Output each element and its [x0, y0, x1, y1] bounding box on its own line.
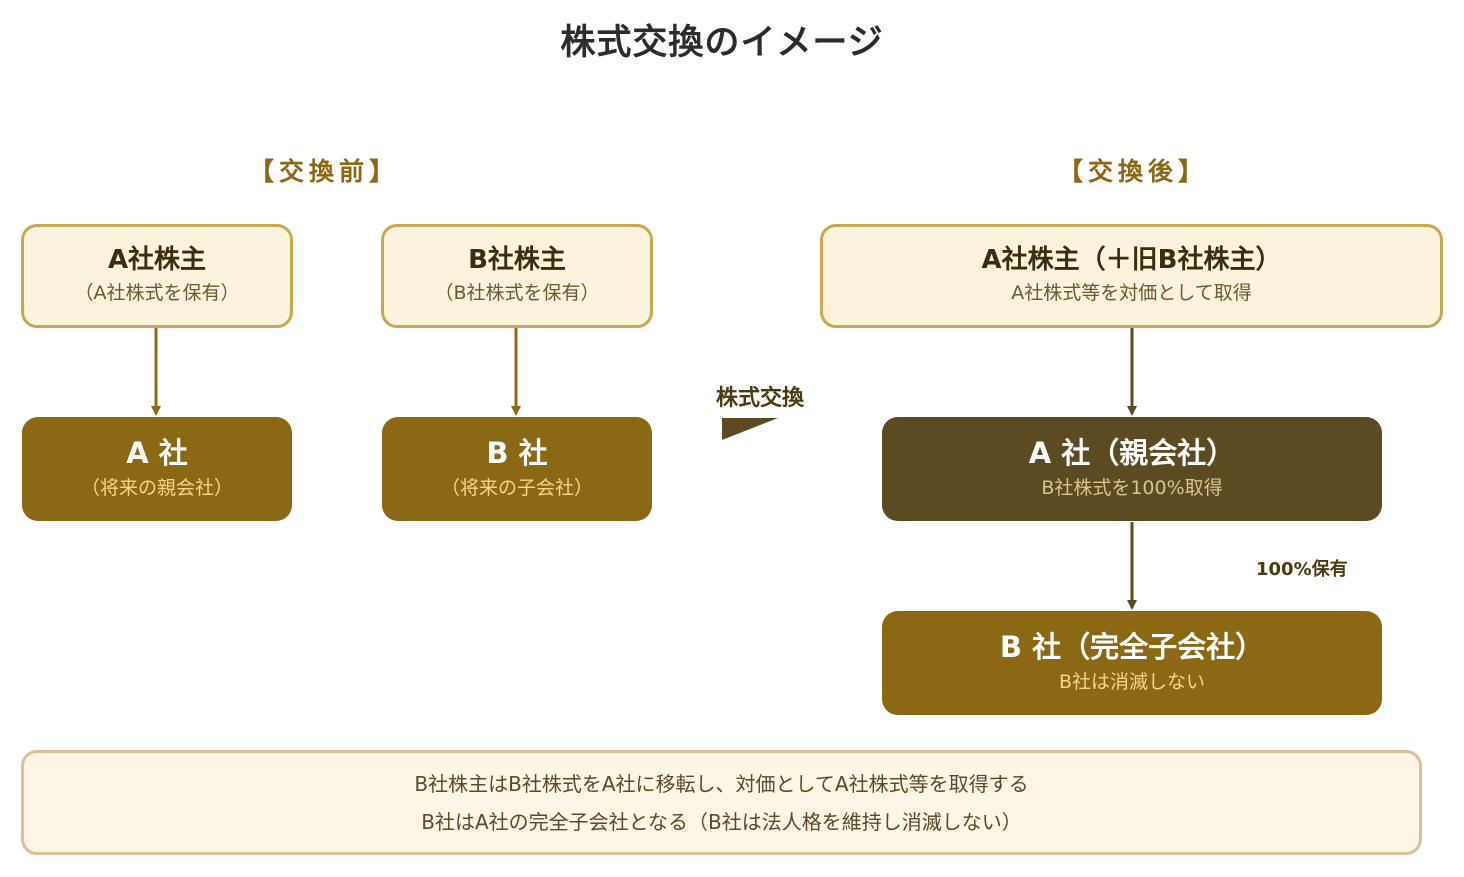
subsidiary-box: B 社（完全子会社） B社は消滅しない — [882, 611, 1382, 715]
parent-company-title: A 社（親会社） — [1028, 435, 1236, 470]
diagram-title: 株式交換のイメージ — [560, 23, 884, 63]
company-a-subtitle: （将来の親会社） — [80, 476, 233, 499]
note-line-1: B社株主はB社株式をA社に移転し、対価としてA社株式等を取得する — [414, 771, 1029, 796]
before-section-label: 【交換前】 — [248, 157, 399, 186]
company-b-subtitle: （将来の子会社） — [440, 476, 593, 499]
subsidiary-title: B 社（完全子会社） — [999, 629, 1265, 664]
after-shareholder-subtitle: A社株式等を対価として取得 — [1011, 281, 1252, 304]
parent-company-box: A 社（親会社） B社株式を100%取得 — [882, 417, 1382, 521]
shareholder-a-box: A社株主 （A社株式を保有） — [21, 224, 293, 328]
subsidiary-subtitle: B社は消滅しない — [1058, 670, 1206, 693]
explanation-note: B社株主はB社株式をA社に移転し、対価としてA社株式等を取得する B社はA社の完… — [21, 750, 1422, 855]
shareholder-b-title: B社株主 — [468, 244, 566, 275]
shareholder-a-title: A社株主 — [107, 244, 207, 275]
shareholder-b-box: B社株主 （B社株式を保有） — [381, 224, 653, 328]
ownership-label: 100%保有 — [1256, 559, 1348, 580]
after-shareholder-box: A社株主（＋旧B社株主） A社株式等を対価として取得 — [820, 224, 1443, 328]
after-section-label: 【交換後】 — [1057, 157, 1208, 186]
company-b-title: B 社 — [486, 435, 548, 470]
shareholder-b-subtitle: （B社株式を保有） — [434, 281, 600, 304]
company-a-box: A 社 （将来の親会社） — [22, 417, 292, 521]
exchange-arrow — [703, 418, 778, 440]
parent-company-subtitle: B社株式を100%取得 — [1041, 476, 1223, 499]
shareholder-a-subtitle: （A社株式を保有） — [74, 281, 240, 304]
company-a-title: A 社 — [126, 435, 188, 470]
exchange-label: 株式交換 — [716, 386, 805, 411]
after-shareholder-title: A社株主（＋旧B社株主） — [981, 244, 1282, 275]
note-line-2: B社はA社の完全子会社となる（B社は法人格を維持し消滅しない） — [421, 809, 1022, 834]
company-b-box: B 社 （将来の子会社） — [382, 417, 652, 521]
